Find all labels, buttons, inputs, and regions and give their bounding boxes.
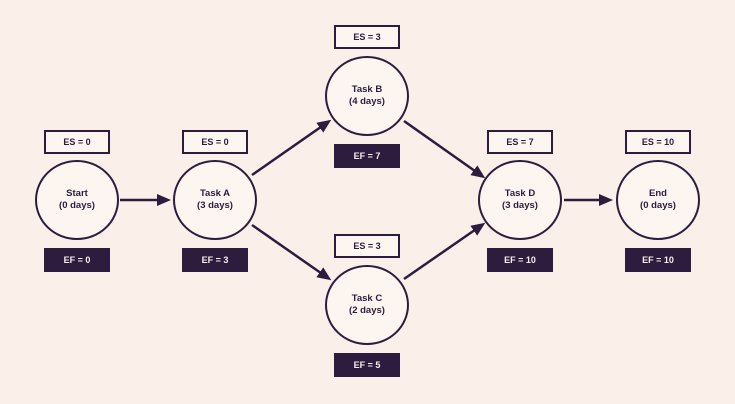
node-label: Task C [351, 293, 383, 304]
early-finish-box: EF = 10 [487, 248, 553, 272]
node-circle: Start (0 days) [35, 160, 119, 240]
early-start-box: ES = 7 [487, 130, 553, 154]
node-duration: (0 days) [640, 200, 676, 211]
edge-task-b-to-task-d-arrow [403, 119, 486, 179]
node-label: Task A [199, 188, 231, 199]
early-finish-box: EF = 0 [44, 248, 110, 272]
early-start-box: ES = 10 [625, 130, 691, 154]
early-finish-box: EF = 3 [182, 248, 248, 272]
node-label: Task B [351, 84, 383, 95]
node-circle: Task D (3 days) [478, 160, 562, 240]
early-finish-box: EF = 7 [334, 144, 400, 168]
edge-task-c-to-task-d-arrow [403, 222, 486, 281]
node-circle: Task A (3 days) [173, 160, 257, 240]
node-circle: Task C (2 days) [325, 265, 409, 345]
node-label: End [649, 188, 667, 199]
node-circle: End (0 days) [616, 160, 700, 240]
early-start-box: ES = 3 [334, 234, 400, 258]
node-duration: (4 days) [349, 96, 385, 107]
node-duration: (0 days) [59, 200, 95, 211]
edge-task-a-to-task-b-arrow [251, 119, 332, 177]
node-duration: (3 days) [197, 200, 233, 211]
early-start-box: ES = 3 [334, 25, 400, 49]
early-start-box: ES = 0 [44, 130, 110, 154]
node-duration: (3 days) [502, 200, 538, 211]
edge-task-a-to-task-c-arrow [251, 223, 332, 281]
early-start-box: ES = 0 [182, 130, 248, 154]
node-circle: Task B (4 days) [325, 56, 409, 136]
early-finish-box: EF = 5 [334, 353, 400, 377]
early-finish-box: EF = 10 [625, 248, 691, 272]
node-label: Task D [504, 188, 536, 199]
node-duration: (2 days) [349, 305, 385, 316]
node-label: Start [66, 188, 88, 199]
